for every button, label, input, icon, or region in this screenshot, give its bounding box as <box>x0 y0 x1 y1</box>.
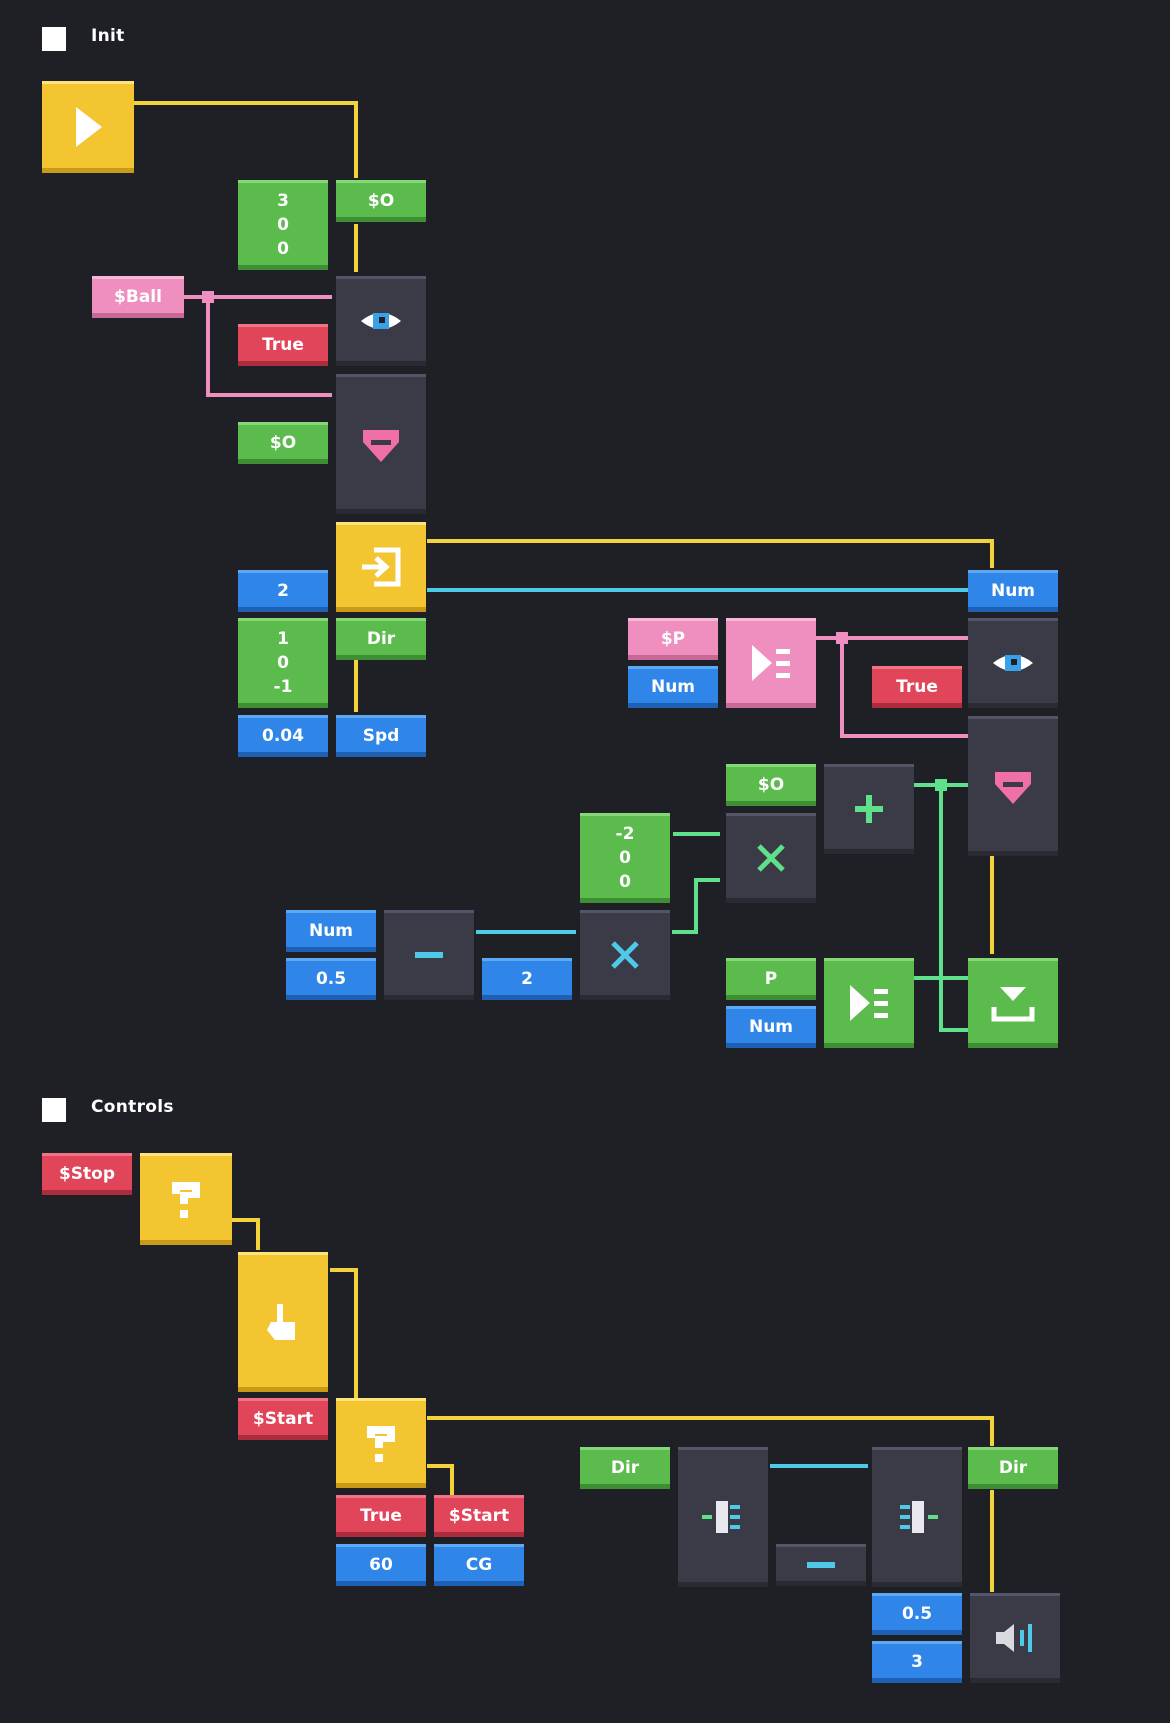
gem-icon <box>995 772 1031 804</box>
add-block[interactable] <box>824 764 914 854</box>
vector-block-10-1[interactable]: 1 0 -1 <box>238 618 328 708</box>
if-block-2[interactable] <box>336 1398 426 1488</box>
variable-block-so-2[interactable]: $O <box>238 422 328 464</box>
boolean-true-block-3[interactable]: True <box>336 1495 426 1537</box>
vector-x: 1 <box>277 629 289 649</box>
raycast-eye-block-2[interactable] <box>968 618 1058 708</box>
play-icon <box>76 107 102 147</box>
eye-icon <box>361 313 401 329</box>
number-block-num-pink[interactable]: Num <box>628 666 718 708</box>
flow-wire <box>330 1268 358 1400</box>
multiply-icon <box>757 844 785 872</box>
number-block-2[interactable]: 2 <box>238 570 328 612</box>
variable-block-p[interactable]: $P <box>628 618 718 660</box>
variable-block-p-green[interactable]: P <box>726 958 816 1000</box>
variable-block-start-2[interactable]: $Start <box>434 1495 524 1537</box>
vector-x: 3 <box>277 191 289 211</box>
variable-block-stop[interactable]: $Stop <box>42 1153 132 1195</box>
variable-block-start[interactable]: $Start <box>238 1398 328 1440</box>
variable-block-so[interactable]: $O <box>336 180 426 222</box>
variable-block-so-3[interactable]: $O <box>726 764 816 806</box>
number-block-05[interactable]: 0.5 <box>286 958 376 1000</box>
multiply-block-blue[interactable] <box>580 910 670 1000</box>
volume-icon <box>996 1624 1032 1652</box>
multiply-icon <box>611 941 639 969</box>
boolean-true-block-2[interactable]: True <box>872 666 962 708</box>
vector-y: 0 <box>619 848 631 868</box>
vector-z: 0 <box>277 239 289 259</box>
question-icon <box>367 1426 395 1462</box>
variable-block-dir-right[interactable]: Dir <box>968 1447 1058 1489</box>
loop-block[interactable] <box>336 522 426 612</box>
number-block-num[interactable]: Num <box>968 570 1058 612</box>
slider-block-left[interactable] <box>678 1447 768 1587</box>
vector-x: -2 <box>615 824 635 844</box>
number-block-3[interactable]: 3 <box>872 1641 962 1683</box>
flow-wire <box>427 539 994 568</box>
list-get-icon <box>752 645 790 681</box>
flow-wire <box>427 1416 994 1446</box>
number-block-004[interactable]: 0.04 <box>238 715 328 757</box>
number-block-05b[interactable]: 0.5 <box>872 1593 962 1635</box>
enter-loop-icon <box>362 547 401 587</box>
subtract-block[interactable] <box>384 910 474 1000</box>
gem-icon <box>363 430 399 462</box>
multiply-block-green[interactable] <box>726 813 816 903</box>
hand-touch-icon <box>267 1304 295 1340</box>
number-block-num-left[interactable]: Num <box>286 910 376 952</box>
volume-block[interactable] <box>970 1593 1060 1683</box>
minus-icon <box>807 1562 835 1568</box>
vector-block-m200[interactable]: -2 0 0 <box>580 813 670 903</box>
slider-block-right[interactable] <box>872 1447 962 1587</box>
vector-block-300[interactable]: 3 0 0 <box>238 180 328 270</box>
touch-block[interactable] <box>238 1252 328 1392</box>
boolean-true-block[interactable]: True <box>238 324 328 366</box>
if-block[interactable] <box>140 1153 232 1245</box>
list-get-block-green[interactable] <box>824 958 914 1048</box>
variable-block-ball[interactable]: $Ball <box>92 276 184 318</box>
list-get-icon <box>850 985 888 1021</box>
flow-wire <box>134 101 358 178</box>
variable-block-spd[interactable]: Spd <box>336 715 426 757</box>
slider-left-icon <box>702 1501 740 1533</box>
minus-icon <box>415 952 443 958</box>
flow-wire <box>427 1464 454 1496</box>
variable-block-dir-left[interactable]: Dir <box>580 1447 670 1489</box>
vector-z: 0 <box>619 872 631 892</box>
number-block-2b[interactable]: 2 <box>482 958 572 1000</box>
subtract-block-2[interactable] <box>776 1544 866 1586</box>
plus-icon <box>855 795 883 823</box>
section-checkbox-controls[interactable] <box>42 1098 66 1122</box>
raycast-eye-block[interactable] <box>336 276 426 366</box>
section-title-controls: Controls <box>91 1097 174 1117</box>
list-get-block-pink[interactable] <box>726 618 816 708</box>
pink-wire <box>840 638 968 738</box>
green-wire <box>939 785 968 1032</box>
start-block[interactable] <box>42 81 134 173</box>
vector-y: 0 <box>277 653 289 673</box>
pink-wire <box>206 297 332 397</box>
number-block-60[interactable]: 60 <box>336 1544 426 1586</box>
gem-block[interactable] <box>336 374 426 514</box>
section-checkbox-init[interactable] <box>42 27 66 51</box>
question-icon <box>172 1182 200 1218</box>
number-block-num-green[interactable]: Num <box>726 1006 816 1048</box>
green-wire <box>672 878 720 934</box>
section-title-init: Init <box>91 26 125 46</box>
set-position-icon <box>991 987 1035 1022</box>
eye-icon <box>993 655 1033 671</box>
flow-wire <box>232 1218 260 1250</box>
gem-block-2[interactable] <box>968 716 1058 856</box>
set-position-block[interactable] <box>968 958 1058 1048</box>
vector-z: -1 <box>273 677 293 697</box>
slider-right-icon <box>900 1501 938 1533</box>
variable-block-cg[interactable]: CG <box>434 1544 524 1586</box>
vector-y: 0 <box>277 215 289 235</box>
variable-block-dir[interactable]: Dir <box>336 618 426 660</box>
